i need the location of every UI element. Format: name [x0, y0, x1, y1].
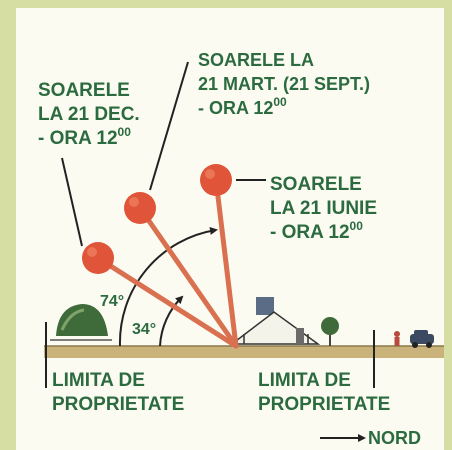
person-icon: [394, 331, 400, 346]
label-dec-line3-sup: 00: [118, 125, 132, 139]
boundary-right-line2: PROPRIETATE: [258, 394, 390, 415]
boundary-left-line1: LIMITA DE: [52, 370, 145, 391]
angle-label-winter: 74°: [100, 293, 124, 310]
north-indicator: NORD: [320, 428, 421, 448]
label-dec-line1: SOARELE: [38, 80, 130, 101]
leader-line-mar: [149, 61, 189, 191]
angle-arc-summer: [118, 226, 218, 347]
angle-label-summer: 34°: [132, 321, 156, 338]
label-jun-line1: SOARELE: [270, 174, 362, 195]
label-mar-line2: 21 MART. (21 SEPT.): [198, 74, 370, 94]
label-jun-line3-prefix: - ORA 12: [270, 222, 350, 243]
sun-ray-winter: [95, 255, 239, 349]
label-boundary-right: LIMITA DE PROPRIETATE: [258, 370, 390, 415]
label-sun-jun: SOARELE LA 21 IUNIE - ORA 1200: [270, 174, 377, 243]
label-mar-line3-sup: 00: [273, 95, 287, 109]
hedge-icon: [50, 304, 112, 341]
sun-equinox-icon: [124, 192, 156, 224]
house-icon: [229, 297, 321, 345]
label-sun-mar: SOARELE LA 21 MART. (21 SEPT.) - ORA 120…: [198, 50, 370, 118]
boundary-left-line2: PROPRIETATE: [52, 394, 184, 415]
sun-ray-summer: [213, 177, 239, 349]
label-jun-line3-sup: 00: [350, 219, 364, 233]
label-jun-line2: LA 21 IUNIE: [270, 198, 377, 219]
label-sun-dec: SOARELE LA 21 DEC. - ORA 1200: [38, 80, 140, 149]
label-dec-line3-prefix: - ORA 12: [38, 128, 118, 149]
label-boundary-left: LIMITA DE PROPRIETATE: [52, 370, 184, 415]
sun-summer-icon: [200, 164, 232, 196]
boundary-right-line1: LIMITA DE: [258, 370, 351, 391]
label-mar-line3: - ORA 1200: [198, 95, 287, 118]
label-dec-line3: - ORA 1200: [38, 125, 131, 149]
car-icon: [410, 330, 434, 348]
label-dec-line2: LA 21 DEC.: [38, 104, 140, 125]
label-mar-line1: SOARELE LA: [198, 50, 314, 70]
label-jun-line3: - ORA 1200: [270, 219, 363, 243]
ground: [44, 346, 444, 358]
diagram-panel: [16, 8, 444, 450]
angle-arc-winter: [159, 295, 184, 347]
north-label: NORD: [368, 428, 421, 448]
tree-icon: [321, 317, 339, 346]
sun-winter-icon: [82, 242, 114, 274]
sun-ray-equinox: [137, 205, 239, 349]
leader-line-dec: [61, 157, 83, 247]
label-mar-line3-prefix: - ORA 12: [198, 98, 273, 118]
